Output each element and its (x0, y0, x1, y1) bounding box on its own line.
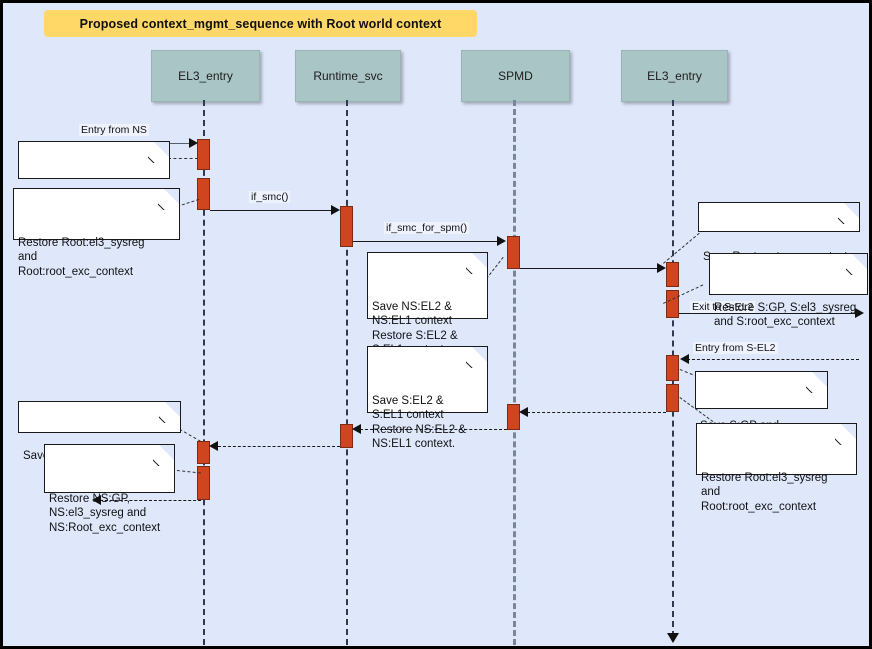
note-fold-icon (844, 203, 859, 218)
note-anchor-4 (663, 229, 704, 264)
activation-bar-runtime-svc-2 (340, 424, 353, 448)
note-fold-icon (159, 445, 174, 460)
message-label-entry-from-s-el2: Entry from S-EL2 (693, 342, 778, 354)
note-restore-root-el3-sysreg-top: Restore Root:el3_sysreg and Root:root_ex… (13, 188, 180, 278)
message-arrow-icon-if-smc (331, 205, 340, 215)
lifeline-label: EL3_entry (178, 69, 233, 83)
note-text: Restore NS:GP, NS:el3_sysreg and NS:Root… (49, 492, 161, 534)
message-arrow-icon-runtime-svc-to-el3-left (209, 441, 218, 451)
note-fold-icon (812, 372, 827, 387)
note-fold-icon (154, 142, 169, 157)
diagram-title: Proposed context_mgmt_sequence with Root… (44, 10, 477, 37)
lifeline-label: Runtime_svc (313, 69, 383, 83)
note-fold-icon (472, 347, 487, 362)
note-anchor-2 (177, 198, 200, 207)
message-line-el3-right-to-spmd (527, 412, 666, 413)
note-save-ns-el2-restore-s-el2: Save NS:EL2 & NS:EL1 context Restore S:E… (367, 252, 488, 356)
message-label-if-smc: if_smc() (249, 191, 291, 203)
activation-bar-el3-left-3 (197, 441, 210, 464)
note-text: Save S:EL2 & S:EL1 context Restore NS:EL… (372, 394, 466, 451)
activation-bar-el3-right-2 (666, 290, 679, 318)
message-line-entry-from-s-el2 (687, 359, 859, 360)
message-arrow-icon-spmd-to-runtime-svc (352, 424, 361, 434)
lifeline-line-el3-entry-left (203, 100, 205, 645)
note-text: Restore Root:el3_sysreg and Root:root_ex… (701, 471, 828, 513)
message-line-spmd-to-el3-right (520, 268, 659, 269)
lifeline-header-runtime-svc[interactable]: Runtime_svc (295, 50, 401, 102)
activation-bar-runtime-svc-1 (340, 206, 353, 247)
note-save-s-gp: Save S:GP and S:root_exc_context (695, 371, 828, 446)
message-line-el3-left-exit (100, 500, 201, 501)
message-arrow-icon-spmd-to-el3-right (657, 263, 666, 273)
message-label-if-smc-for-spm: if_smc_for_spm() (384, 222, 470, 234)
note-text: Restore Root:el3_sysreg and Root:root_ex… (18, 236, 145, 278)
message-label-exit-to-s-el2: Exit to S-EL2 (690, 301, 756, 313)
note-save-root-exc-context-bottom: Save Root:root_exc_context (18, 401, 181, 462)
activation-bar-el3-right-3 (666, 355, 679, 381)
message-label-entry-from-ns: Entry from NS (79, 124, 149, 136)
activation-bar-spmd-1 (507, 236, 520, 269)
note-save-root-exc-context-top: Save Root:root_exc_context (698, 202, 860, 263)
note-anchor-1 (168, 158, 198, 159)
lifeline-line-runtime-svc (346, 100, 348, 645)
message-arrow-icon-el3-left-exit (92, 495, 101, 505)
note-restore-ns-gp: Restore NS:GP, NS:el3_sysreg and NS:Root… (44, 444, 175, 534)
message-line-exit-to-s-el2 (679, 313, 859, 314)
lifeline-header-el3-entry-left[interactable]: EL3_entry (151, 50, 260, 102)
note-save-s-el2-restore-ns-el2: Save S:EL2 & S:EL1 context Restore NS:EL… (367, 346, 488, 450)
activation-bar-el3-left-1 (197, 139, 210, 170)
note-fold-icon (841, 424, 856, 439)
message-arrow-icon-el3-right-to-spmd (519, 407, 528, 417)
message-arrow-icon-exit-to-s-el2 (855, 308, 864, 318)
activation-bar-spmd-2 (507, 404, 520, 430)
note-fold-icon (852, 254, 867, 269)
message-line-runtime-svc-to-el3-left (218, 446, 340, 447)
activation-bar-el3-right-1 (666, 262, 679, 287)
note-restore-s-gp: Restore S:GP, S:el3_sysreg and S:root_ex… (709, 253, 868, 328)
message-line-if-smc-for-spm (353, 241, 499, 242)
message-arrow-icon-entry-from-ns (189, 138, 198, 148)
message-arrow-icon-entry-from-s-el2 (680, 354, 689, 364)
note-fold-icon (165, 402, 180, 417)
lifeline-end-arrow-icon (667, 633, 679, 643)
message-line-if-smc (210, 210, 334, 211)
lifeline-header-el3-entry-right[interactable]: EL3_entry (621, 50, 728, 102)
message-arrow-icon-if-smc-for-spm (497, 236, 506, 246)
activation-bar-el3-left-4 (197, 466, 210, 500)
lifeline-line-spmd (513, 100, 516, 645)
activation-bar-el3-right-4 (666, 384, 679, 412)
note-restore-root-el3-sysreg-bottom: Restore Root:el3_sysreg and Root:root_ex… (696, 423, 857, 513)
activation-bar-el3-left-2 (197, 178, 210, 210)
note-fold-icon (472, 253, 487, 268)
lifeline-label: SPMD (498, 69, 533, 83)
note-text: Restore S:GP, S:el3_sysreg and S:root_ex… (714, 301, 857, 329)
lifeline-label: EL3_entry (647, 69, 702, 83)
lifeline-header-spmd[interactable]: SPMD (461, 50, 570, 102)
message-line-spmd-to-runtime-svc (360, 429, 507, 430)
note-fold-icon (164, 189, 179, 204)
note-save-ns-gp: Save NS:GP and NS:Root_exc_context (18, 141, 170, 216)
